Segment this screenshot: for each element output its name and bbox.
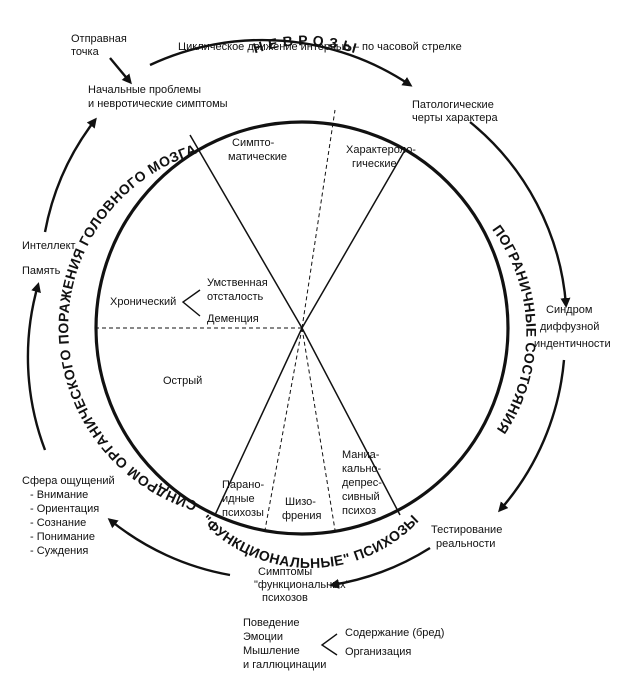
acute-label: Острый (163, 375, 202, 387)
behavior-label: Поведение Эмоции Мышление и галлюцинации (243, 617, 326, 671)
arrow-left (26, 282, 47, 451)
dashed-line-psychoses-right (301, 327, 336, 531)
dashed-line-neuroses (301, 109, 336, 329)
cycle-caption: Циклическое движение интервью – по часов… (178, 41, 462, 53)
arrow-top (149, 38, 413, 87)
sector-line-lower-left (214, 327, 303, 516)
sensory-sphere-block: Сфера ощущений - Внимание - Ориентация -… (22, 475, 118, 557)
memory-label: Память (22, 265, 61, 277)
arrow-left-upper (43, 117, 97, 233)
manic-depressive-label: Маниа- кально- депрес- сивный психоз (342, 449, 385, 517)
arrow-bottom-left (107, 518, 231, 577)
functional-symptoms-label: Симптомы "функциональных" психозов (254, 566, 353, 604)
arrow-right-upper (469, 121, 571, 308)
content-bracket (320, 633, 338, 656)
diffuse-identity-label: Синдром диффузной индентичности (534, 304, 611, 350)
sector-line-upper-left (189, 134, 303, 329)
arrow-bottom (329, 546, 431, 589)
dementia-label: Деменция (207, 313, 259, 325)
reality-testing-label: Тестирование реальности (431, 524, 505, 550)
characterological-label: Характероло- гические (346, 144, 419, 170)
initial-problems-label: Начальные проблемы и невротические симпт… (88, 84, 228, 110)
main-circle (94, 120, 510, 536)
chronic-bracket (181, 289, 201, 317)
intellect-label: Интеллект (22, 240, 76, 252)
paranoid-psychoses-label: Парано- идные психозы (222, 479, 267, 519)
start-point-label: Отправная точка (71, 33, 130, 58)
sector-line-lower-right (301, 327, 401, 516)
arrow-right-lower (498, 359, 566, 513)
sector-line-upper-right (301, 149, 406, 329)
arrow-start-point (109, 57, 132, 85)
mental-retardation-label: Умственная отсталость (207, 277, 271, 303)
borderline-ring-label: ПОГРАНИЧНЫЕ СОСТОЯНИЯ (489, 222, 539, 437)
chronic-label: Хронический (110, 296, 176, 308)
dashed-line-psychoses-left (264, 327, 303, 531)
schizophrenia-label: Шизо- френия (282, 496, 322, 522)
symptomatic-label: Симпто- матические (228, 137, 287, 163)
content-items-label: Содержание (бред) Организация (345, 627, 447, 658)
pathological-traits-label: Патологические черты характера (412, 99, 499, 124)
